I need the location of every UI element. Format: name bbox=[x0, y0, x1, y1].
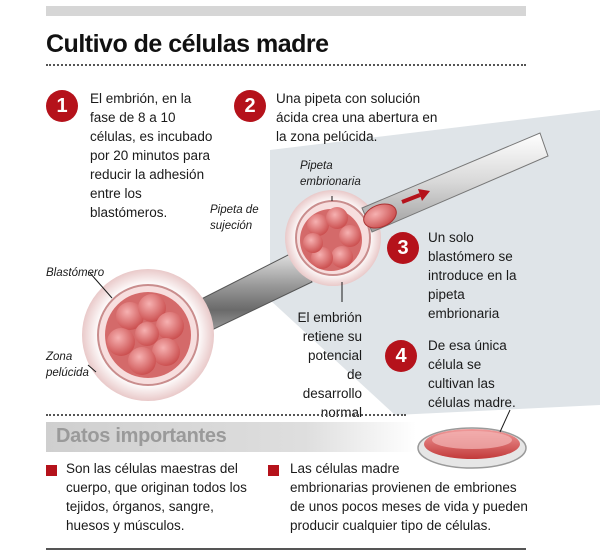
bullet-1 bbox=[46, 465, 57, 476]
step-2-badge: 2 bbox=[234, 90, 266, 122]
section-divider bbox=[46, 414, 406, 416]
bullet-2 bbox=[268, 465, 279, 476]
label-potencial: El embrión retiene su potencial de desar… bbox=[297, 310, 362, 420]
step-2-text: Una pipeta con solución ácida crea una a… bbox=[276, 91, 438, 144]
label-zona-pelucida: Zona pelúcida bbox=[46, 351, 89, 379]
step-3-text: Un solo blastómero se introduce en la pi… bbox=[428, 230, 517, 321]
page-title: Cultivo de células madre bbox=[46, 30, 329, 58]
label-pipeta-sujecion: Pipeta de sujeción bbox=[210, 204, 259, 232]
embryo-left bbox=[82, 269, 214, 401]
title-divider bbox=[46, 64, 526, 66]
label-blastomero: Blastómero bbox=[46, 267, 105, 279]
datos-heading-band bbox=[46, 422, 416, 452]
bottom-rule bbox=[46, 548, 526, 550]
fact-1-text: Son las células maestras del cuerpo, que… bbox=[66, 461, 247, 533]
step-1-text: El embrión, en la fase de 8 a 10 células… bbox=[90, 91, 213, 220]
datos-heading: Datos importantes bbox=[56, 425, 227, 447]
label-pipeta-embrionaria: Pipeta embrionaria bbox=[300, 160, 361, 188]
direction-arrow bbox=[401, 189, 430, 204]
step-4-text: De esa única célula se cultivan las célu… bbox=[428, 338, 516, 410]
top-gray-bar bbox=[46, 6, 526, 16]
embryo-right bbox=[285, 190, 381, 286]
step-4-badge: 4 bbox=[385, 340, 417, 372]
petri-dish bbox=[417, 427, 527, 469]
background-panel bbox=[270, 110, 600, 415]
fact-2-text: Las células madre embrionarias provienen… bbox=[290, 461, 528, 533]
step-3-badge: 3 bbox=[387, 232, 419, 264]
extracted-blastomere bbox=[363, 203, 397, 229]
step-1-badge: 1 bbox=[46, 90, 78, 122]
leader-lines bbox=[87, 196, 511, 433]
